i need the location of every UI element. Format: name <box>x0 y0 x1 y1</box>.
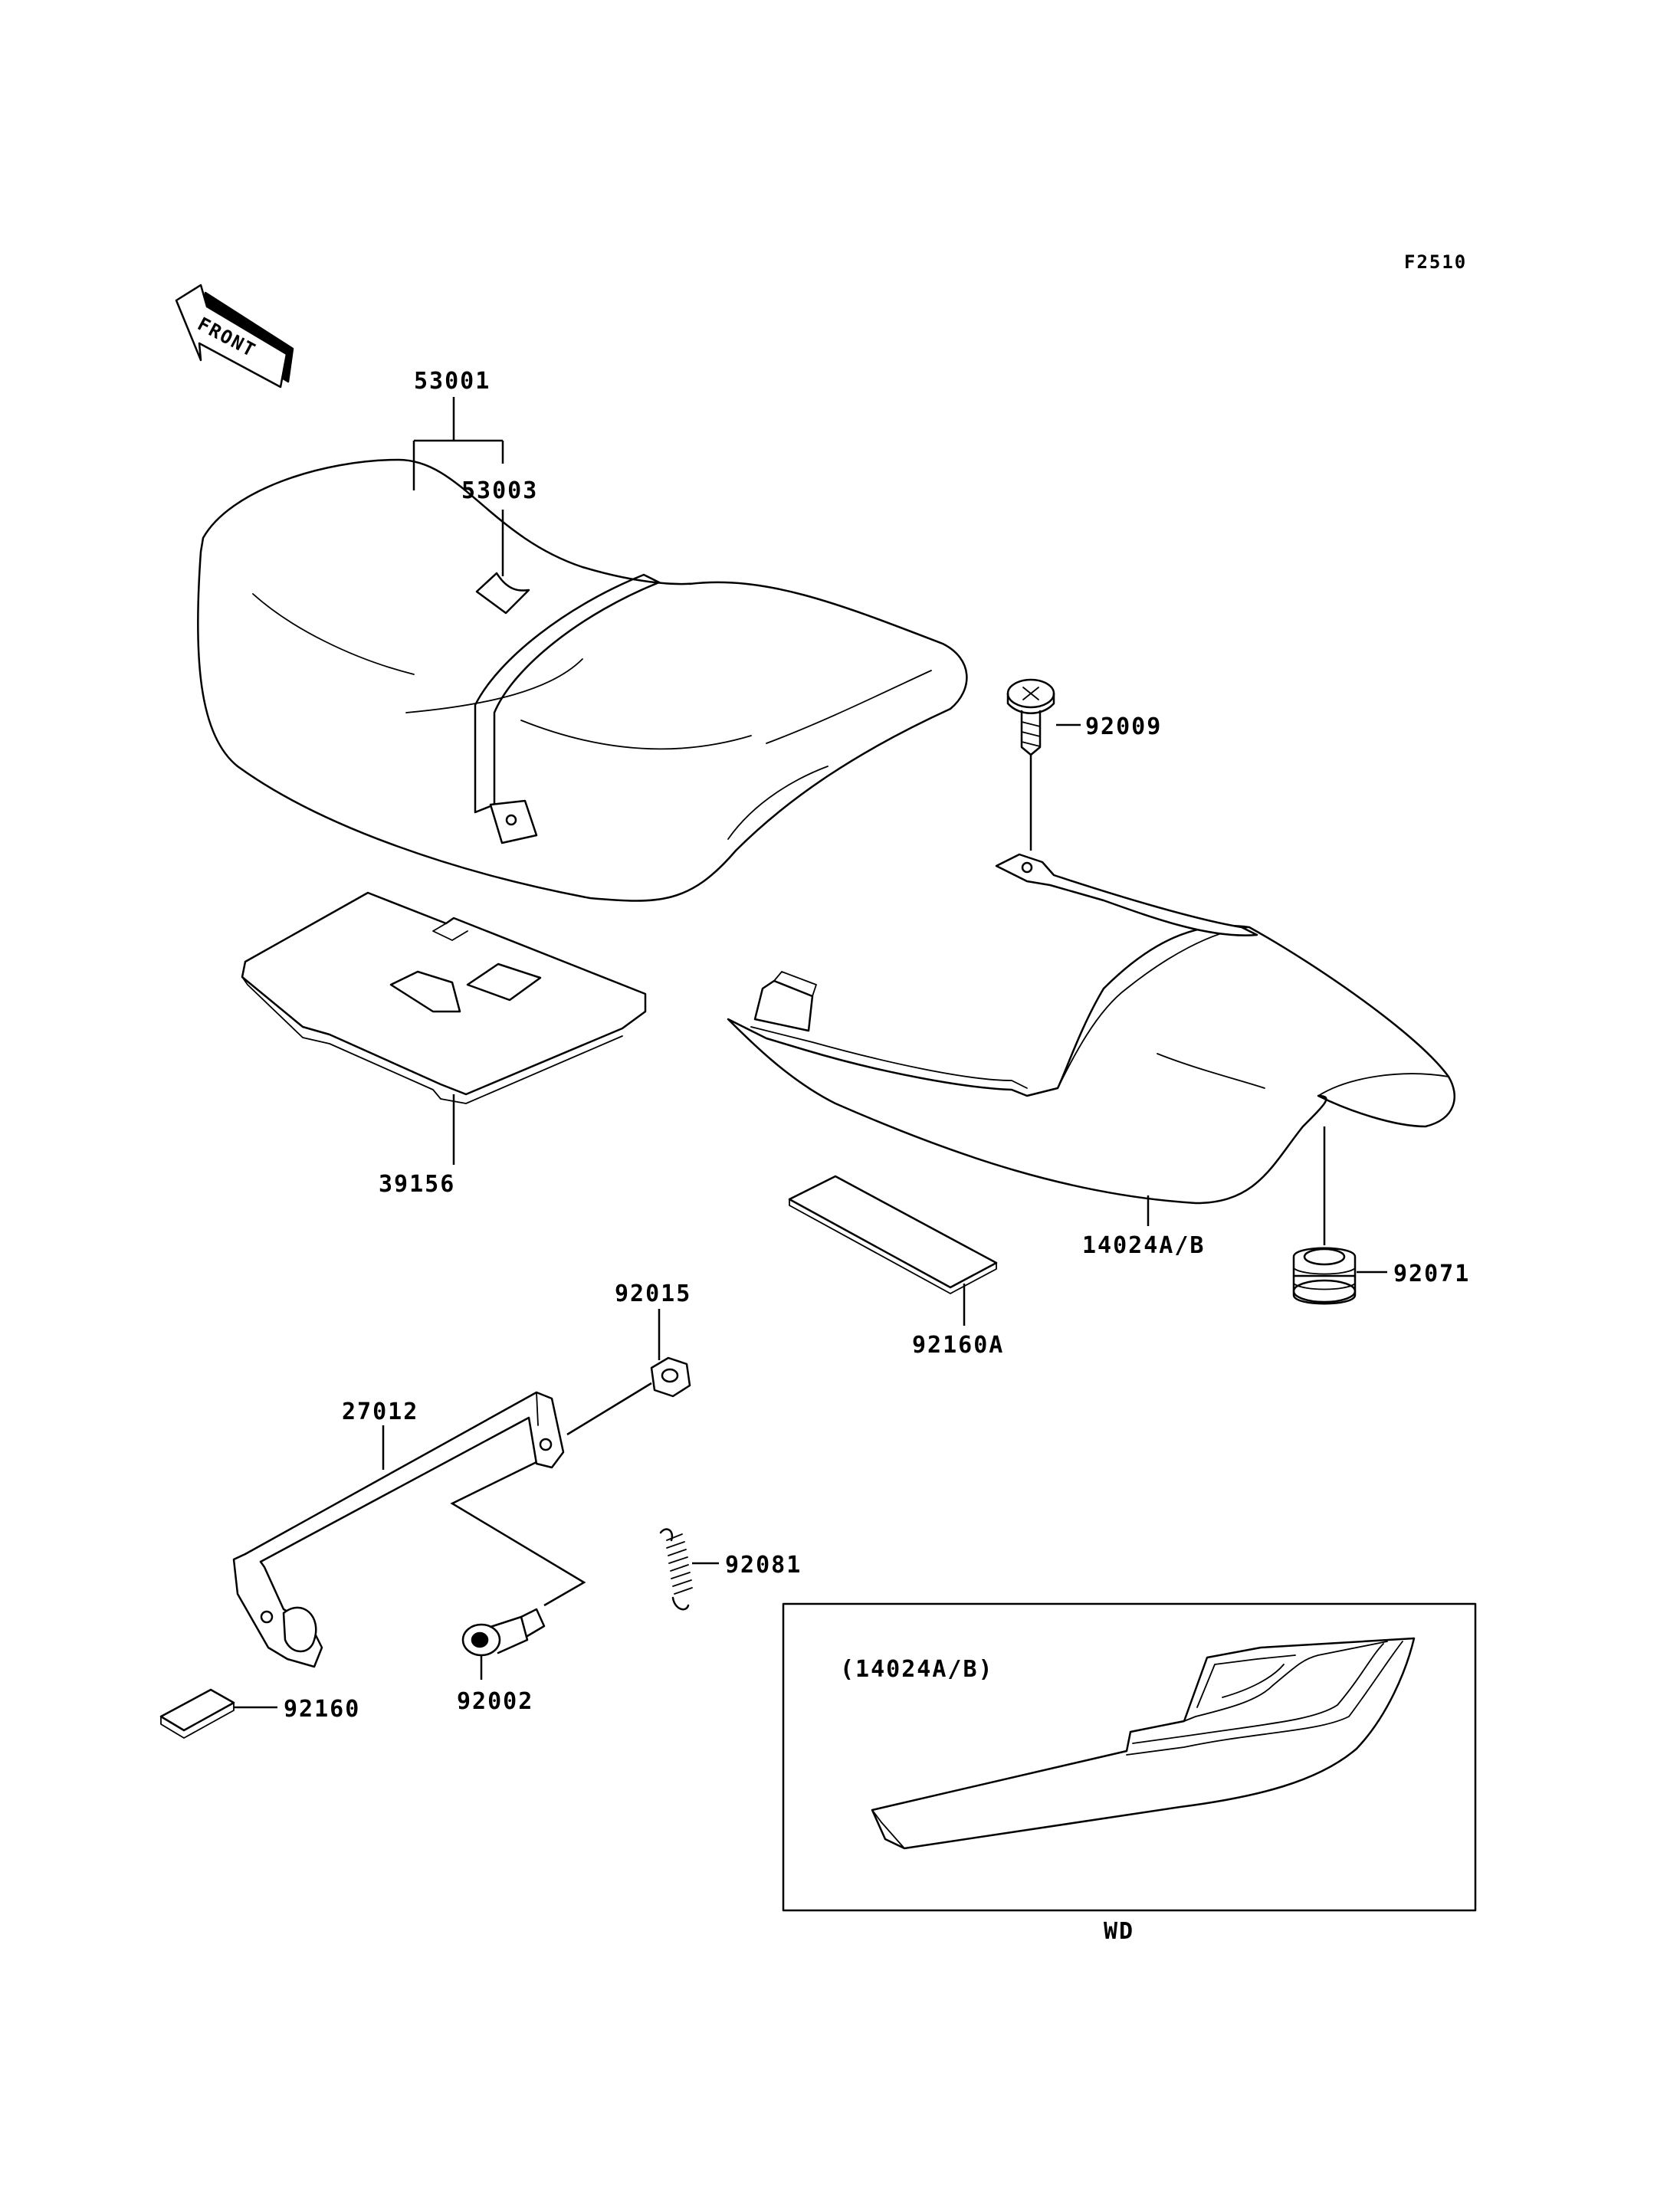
label-92160: 92160 <box>284 1696 360 1723</box>
bolt-92002 <box>461 1608 546 1657</box>
screw-92009 <box>1006 678 1055 756</box>
inset-variant-wd: (14024A/B) WD <box>782 1602 1477 1945</box>
seat-53001 <box>197 458 968 902</box>
pad-39156 <box>241 891 647 1104</box>
grommet-92071 <box>1292 1247 1357 1305</box>
nut-92015 <box>650 1356 691 1398</box>
label-92009: 92009 <box>1085 713 1162 740</box>
label-92002: 92002 <box>457 1688 533 1715</box>
label-53003: 53003 <box>461 477 538 504</box>
inset-caption: WD <box>1104 1918 1134 1945</box>
label-92015: 92015 <box>615 1280 691 1307</box>
leader-lines <box>234 397 1387 1709</box>
label-92081: 92081 <box>725 1552 802 1579</box>
spring-92081 <box>659 1528 693 1611</box>
pad-92160 <box>159 1688 235 1732</box>
pad-92160a <box>788 1175 998 1289</box>
label-92160a: 92160A <box>912 1332 1004 1359</box>
front-arrow-icon: FRONT <box>175 284 294 389</box>
label-39156: 39156 <box>379 1171 455 1198</box>
inset-title: (14024A/B) <box>840 1656 994 1683</box>
label-27012: 27012 <box>342 1399 418 1425</box>
seat-cowl-14024 <box>727 853 1455 1205</box>
label-92071: 92071 <box>1393 1261 1470 1287</box>
label-53001: 53001 <box>414 368 491 395</box>
lever-27012 <box>232 1391 565 1668</box>
label-14024: 14024A/B <box>1082 1232 1206 1259</box>
figure-code: F2510 <box>1404 251 1467 273</box>
